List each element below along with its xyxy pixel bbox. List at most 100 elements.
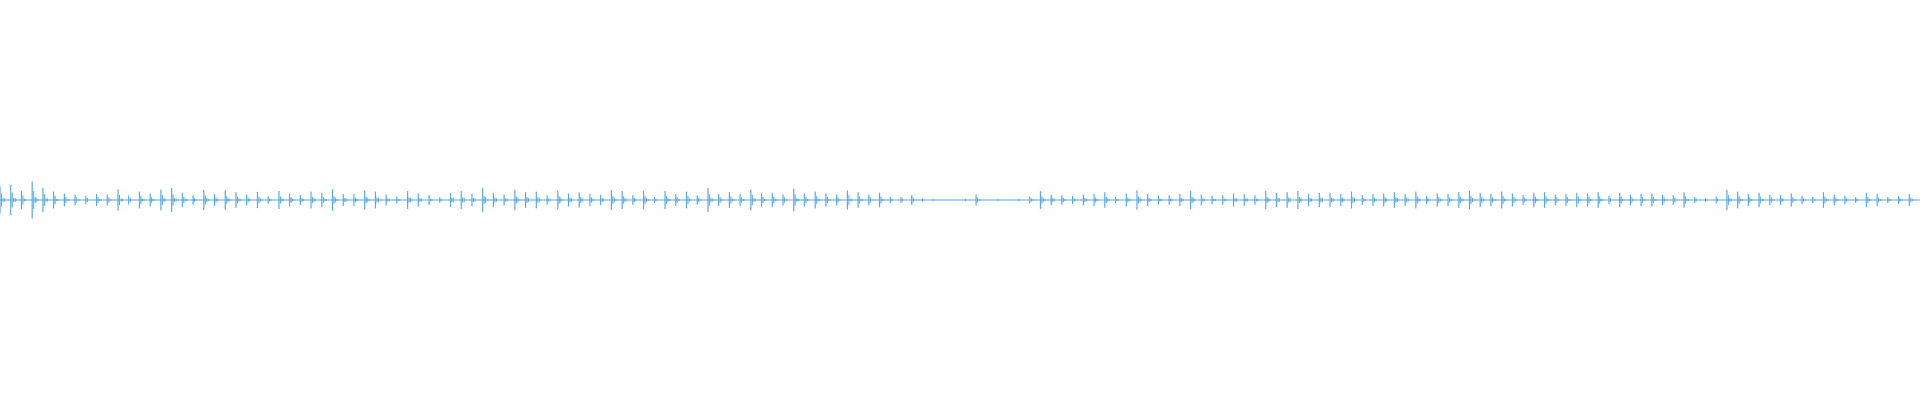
waveform-peak <box>1329 192 1337 208</box>
waveform-peak <box>911 195 917 205</box>
waveform-peak <box>299 194 306 206</box>
waveform-peak <box>1350 191 1359 209</box>
waveform-peak <box>1018 198 1022 202</box>
waveform-peak <box>803 193 810 207</box>
waveform-peak <box>1168 195 1175 205</box>
waveform-peak <box>1576 192 1584 208</box>
waveform-peak <box>1308 194 1316 206</box>
waveform-peak <box>868 194 874 206</box>
waveform-peak <box>696 195 703 205</box>
waveform-peak <box>1200 194 1207 206</box>
waveform-peak <box>1190 191 1198 209</box>
waveform-peak <box>117 189 125 211</box>
waveform-peak <box>1404 194 1412 206</box>
waveform-peak <box>428 195 435 205</box>
waveform-peak <box>589 194 597 206</box>
waveform-peak <box>396 196 401 204</box>
waveform-peak <box>1522 195 1529 205</box>
waveform-peak <box>385 194 392 206</box>
waveform-peak <box>417 193 425 207</box>
waveform-peak <box>138 191 145 209</box>
waveform-peak <box>20 191 29 209</box>
waveform-peak <box>1286 192 1294 208</box>
waveform-peak <box>1072 195 1078 205</box>
waveform-peak <box>85 195 91 205</box>
waveform-peak <box>1104 192 1112 208</box>
waveform-peak <box>1425 195 1432 205</box>
waveform-peak <box>1082 194 1089 206</box>
waveform-peak <box>503 194 510 206</box>
waveform-peak <box>149 193 156 207</box>
waveform-peak <box>406 191 415 209</box>
waveform-peak <box>1661 194 1668 206</box>
waveform-peak <box>1232 193 1241 207</box>
waveform-peak <box>1737 191 1743 209</box>
waveform-peak <box>1897 195 1904 205</box>
waveform-peak <box>1179 194 1185 206</box>
waveform-peak <box>900 197 907 203</box>
waveform-peak <box>825 193 831 207</box>
waveform-peak <box>793 188 801 212</box>
waveform-peak <box>482 188 490 212</box>
waveform-peak <box>460 191 468 209</box>
waveform-peak <box>42 188 50 212</box>
waveform-peak <box>171 188 180 212</box>
waveform-peak <box>1543 192 1552 208</box>
waveform-peak <box>739 194 746 206</box>
waveform-peak <box>289 193 295 207</box>
waveform-peak <box>449 192 458 208</box>
waveform-peak <box>267 196 274 204</box>
waveform-peak <box>1619 192 1625 208</box>
waveform-peak <box>1318 192 1326 208</box>
waveform-peak <box>814 191 822 209</box>
waveform-peak <box>1340 194 1348 206</box>
waveform-peak <box>10 185 19 215</box>
waveform-peak <box>74 194 81 206</box>
waveform-peak <box>642 191 651 209</box>
waveform-peak <box>1490 194 1497 206</box>
waveform-peak <box>1243 194 1251 206</box>
waveform-peak <box>600 194 606 206</box>
waveform-peak <box>1415 191 1423 209</box>
waveform-peak <box>1533 192 1541 208</box>
waveform-peak <box>181 192 188 208</box>
waveform-peak <box>878 192 885 208</box>
waveform-peak <box>246 194 252 206</box>
waveform-peak <box>1694 197 1700 203</box>
waveform-peak <box>1865 192 1872 208</box>
waveform-peak <box>621 191 629 209</box>
waveform-peak <box>557 190 565 210</box>
waveform-peak <box>1876 194 1883 206</box>
waveform-peak <box>1039 191 1048 209</box>
waveform-peak <box>1801 195 1808 205</box>
waveform-peak <box>1436 193 1444 207</box>
waveform-peak <box>1372 194 1380 206</box>
waveform-peak <box>514 189 522 211</box>
waveform-peak <box>996 199 1000 201</box>
waveform-peak <box>1275 192 1284 208</box>
waveform-peak <box>224 190 232 210</box>
waveform-peak <box>1812 197 1818 203</box>
waveform-peak <box>439 197 444 203</box>
waveform-peak <box>1511 193 1519 207</box>
waveform-peak <box>1297 191 1305 209</box>
waveform-peak <box>331 189 340 211</box>
waveform-peak <box>1758 192 1765 208</box>
waveform-peak <box>1479 192 1487 208</box>
waveform-peak <box>1050 194 1057 206</box>
waveform-peak <box>0 186 9 214</box>
waveform-peak <box>1790 193 1797 207</box>
waveform-peak <box>1715 196 1722 204</box>
waveform-peak <box>964 198 968 202</box>
waveform-peak <box>1651 193 1657 207</box>
waveform-peak <box>1855 197 1860 203</box>
waveform-peak <box>1393 192 1401 208</box>
waveform-peak <box>1608 195 1614 205</box>
waveform-peak <box>63 193 70 207</box>
waveform-peak <box>771 192 779 208</box>
waveform-peak <box>1769 194 1775 206</box>
waveform-peak <box>1640 194 1647 206</box>
waveform-peak <box>1833 194 1840 206</box>
